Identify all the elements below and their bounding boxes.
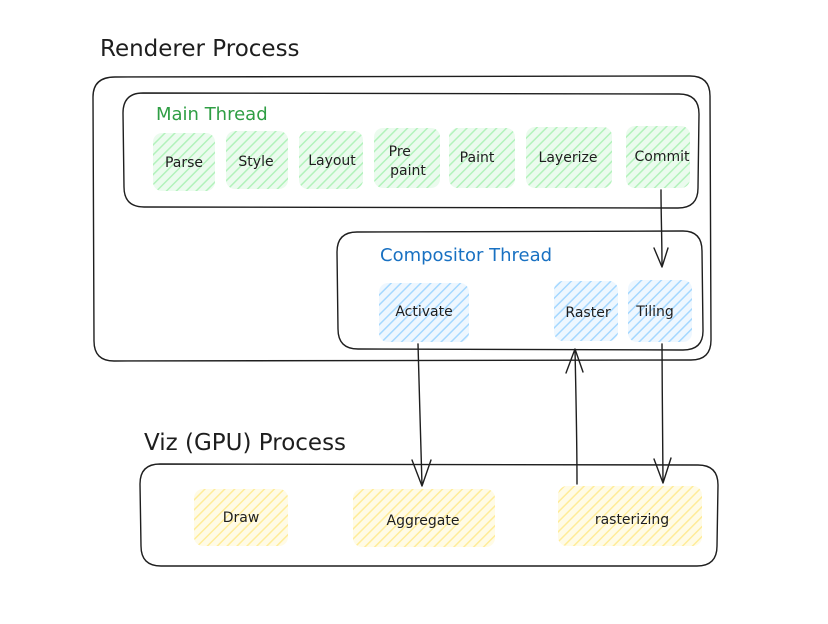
rasterizing-step-label: rasterizing	[595, 512, 669, 528]
tiling-step-box	[628, 280, 692, 342]
commit-step-label: Commit	[635, 149, 691, 165]
prepaint-step-label: Pre paint	[389, 144, 427, 179]
raster-step-box	[554, 281, 618, 341]
layerize-step-box	[526, 127, 612, 188]
style-step-box	[226, 131, 288, 189]
commit-to-tiling-arrow	[653, 189, 669, 268]
renderer-process-container	[92, 75, 712, 362]
layerize-step-label: Layerize	[539, 150, 598, 166]
layout-step-box	[299, 131, 363, 189]
paint-step-label: Paint	[460, 150, 495, 166]
viz-process-title: Viz (GPU) Process	[144, 430, 346, 456]
activate-step-label: Activate	[395, 304, 452, 320]
prepaint-step-box	[374, 128, 440, 188]
compositor-thread-steps: Activate Raster Tiling	[379, 280, 692, 342]
parse-step-label: Parse	[165, 155, 203, 171]
viz-process-steps: Draw Aggregate rasterizing	[194, 486, 702, 547]
style-step-label: Style	[238, 154, 273, 170]
activate-to-aggregate-arrow	[411, 343, 432, 487]
tiling-to-rasterizing-arrow	[653, 343, 672, 484]
main-thread-steps: Parse Style Layout Pre paint Paint Layer…	[153, 126, 690, 191]
draw-step-label: Draw	[223, 510, 260, 526]
compositor-thread-label: Compositor Thread	[380, 245, 552, 266]
activate-step-box	[379, 283, 469, 342]
raster-step-label: Raster	[565, 305, 610, 321]
paint-step-box	[449, 128, 515, 188]
viz-process-container	[139, 463, 719, 567]
aggregate-step-box	[353, 489, 495, 547]
tiling-step-label: Tiling	[635, 304, 674, 320]
compositor-thread-container	[336, 230, 704, 351]
main-thread-container	[122, 92, 700, 209]
rasterizing-step-box	[558, 486, 702, 546]
layout-step-label: Layout	[308, 153, 356, 169]
renderer-process-title: Renderer Process	[100, 36, 300, 62]
parse-step-box	[153, 133, 215, 191]
rasterizing-to-raster-arrow	[565, 348, 584, 485]
draw-step-box	[194, 489, 288, 546]
aggregate-step-label: Aggregate	[387, 513, 460, 529]
main-thread-label: Main Thread	[156, 104, 268, 125]
commit-step-box	[626, 126, 690, 188]
